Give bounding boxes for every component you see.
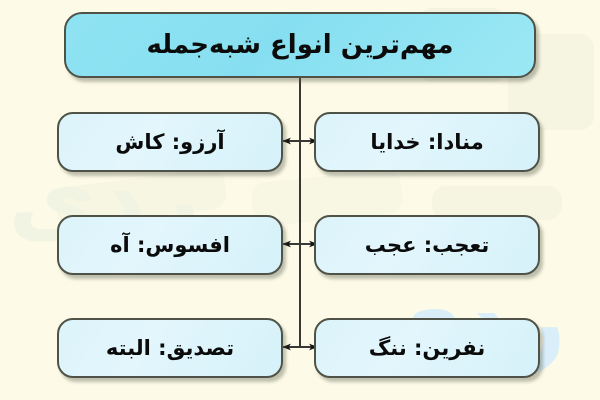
node-left-row-3: تصدیق: البته	[57, 318, 283, 378]
node-right-row-1-label: منادا: خدایا	[370, 130, 484, 154]
diagram-title-label: مهم‌ترین انواع شبه‌جمله	[146, 30, 454, 60]
node-right-row-3: نفرین: ننگ	[314, 318, 540, 378]
node-right-row-2: تعجب: عجب	[314, 215, 540, 275]
node-left-row-1-label: آرزو: کاش	[115, 130, 225, 154]
node-right-row-1: منادا: خدایا	[314, 112, 540, 172]
node-left-row-2-label: افسوس: آه	[110, 233, 230, 257]
node-left-row-1: آرزو: کاش	[57, 112, 283, 172]
diagram-title-node: مهم‌ترین انواع شبه‌جمله	[64, 12, 536, 78]
node-left-row-3-label: تصدیق: البته	[105, 336, 235, 360]
node-left-row-2: افسوس: آه	[57, 215, 283, 275]
node-right-row-3-label: نفرین: ننگ	[368, 336, 486, 360]
node-right-row-2-label: تعجب: عجب	[364, 233, 490, 257]
